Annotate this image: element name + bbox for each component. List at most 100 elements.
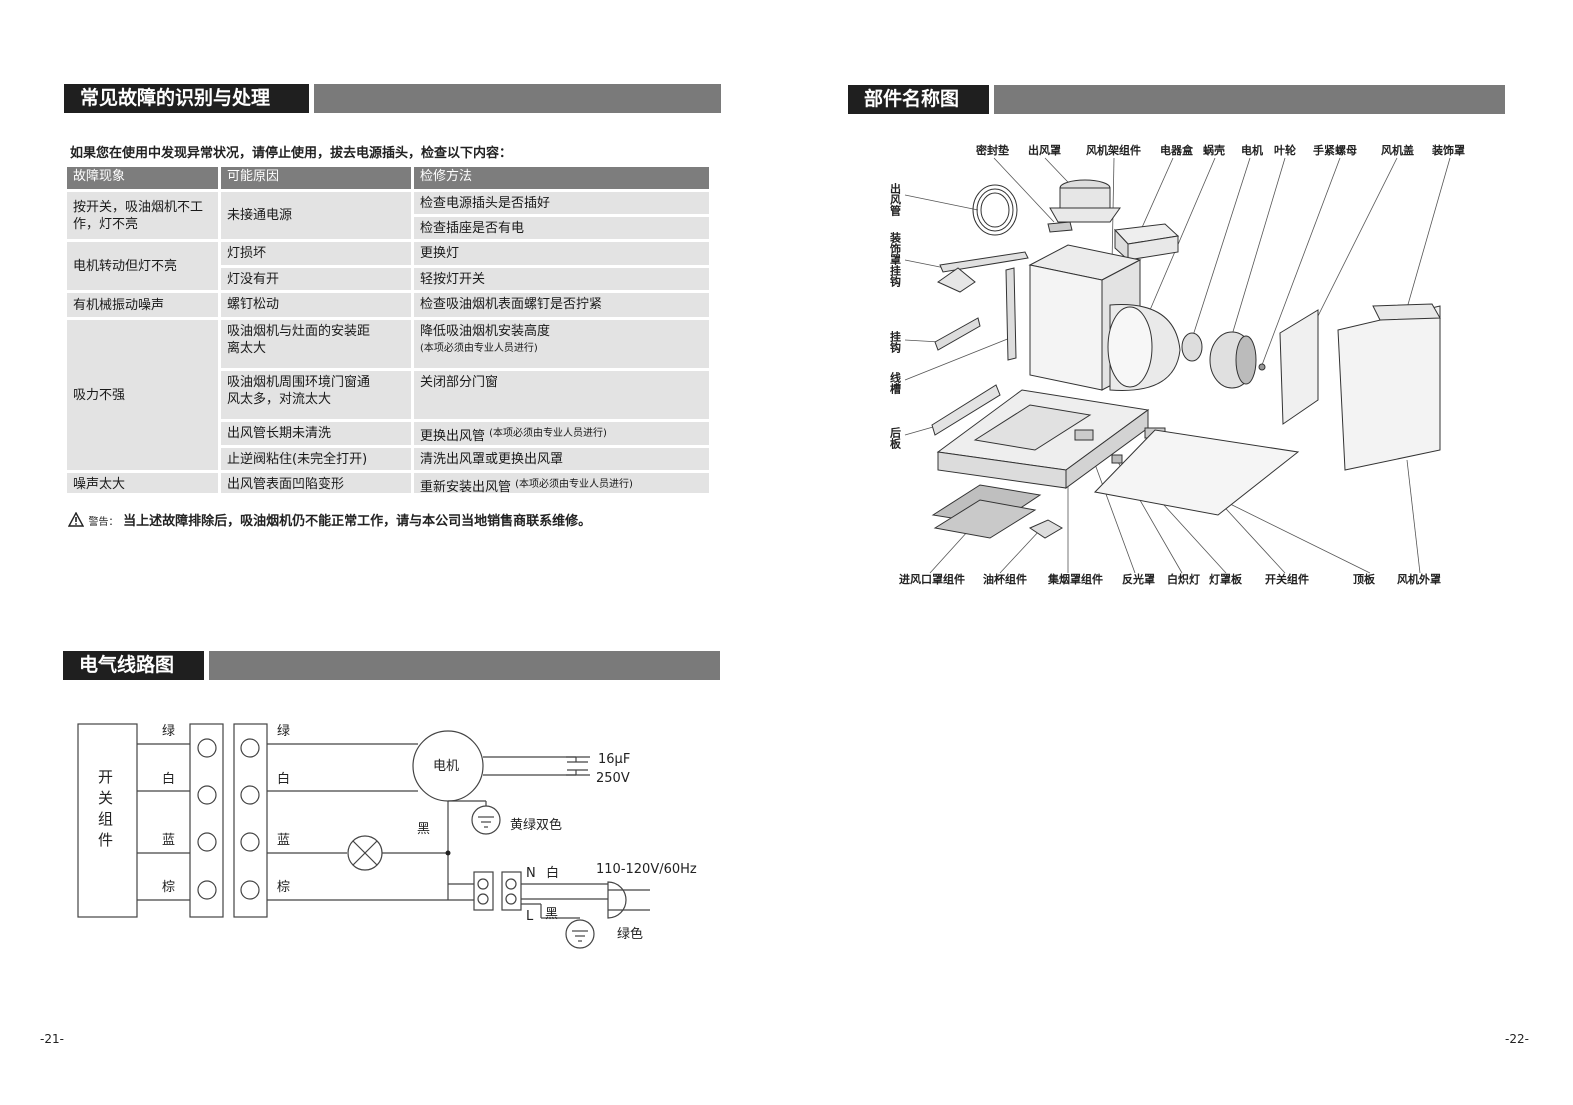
motor-label: 电机 xyxy=(433,759,459,774)
green-label: 绿色 xyxy=(617,926,643,942)
switch-label: 件 xyxy=(98,831,113,849)
live-label: L xyxy=(526,909,534,924)
table-cell-phenomenon: 噪声太大 xyxy=(67,473,218,493)
parts-diagram: 密封垫 出风罩 风机架组件 电器盒 蜗壳 电机 叶轮 手紧螺母 风机盖 装饰罩 … xyxy=(889,143,1466,586)
part-label-vertical: 后板 xyxy=(889,426,902,450)
black-wire-label: 黑 xyxy=(417,822,430,837)
table-cell-cause: 未接通电源 xyxy=(221,192,411,239)
ground-label: 黄绿双色 xyxy=(510,817,562,833)
part-label: 油杯组件 xyxy=(983,572,1027,586)
part-label: 开关组件 xyxy=(1265,572,1309,586)
warning-triangle-icon xyxy=(67,511,85,527)
section-bar xyxy=(209,651,720,680)
table-cell-method: 轻按灯开关 xyxy=(414,268,709,290)
table-cell-method: 关闭部分门窗 xyxy=(414,371,709,419)
part-label: 进风口罩组件 xyxy=(899,572,965,586)
wire-color-label: 蓝 xyxy=(162,833,175,848)
white-label: 白 xyxy=(546,865,559,881)
section-title: 部件名称图 xyxy=(848,85,989,114)
part-label-vertical: 挂钩 xyxy=(889,330,902,354)
part-label-vertical: 装饰罩挂钩 xyxy=(889,231,903,288)
capacitor-voltage: 250V xyxy=(596,771,630,786)
table-cell-cause: 出风管表面凹陷变形 xyxy=(221,473,411,493)
switch-label: 组 xyxy=(98,810,113,828)
table-cell-method-with-note: 更换出风管 (本项必须由专业人员进行) xyxy=(414,422,709,445)
part-label-vertical: 线槽 xyxy=(889,371,902,395)
page-number-left: -21- xyxy=(40,1032,64,1046)
section-bar xyxy=(314,84,721,113)
capacitor-value: 16μF xyxy=(598,752,630,767)
neutral-label: N xyxy=(526,866,536,881)
table-cell-phenomenon: 按开关，吸油烟机不工作，灯不亮 xyxy=(67,192,218,239)
supply-label: 110-120V/60Hz xyxy=(596,862,697,877)
section-title: 电气线路图 xyxy=(63,651,204,680)
part-label: 电机 xyxy=(1241,143,1263,157)
table-cell-cause: 灯没有开 xyxy=(221,268,411,290)
wire-color-label: 白 xyxy=(162,771,175,787)
page-number-right: -22- xyxy=(1505,1032,1529,1046)
part-label: 叶轮 xyxy=(1274,143,1296,157)
section-header-parts: 部件名称图 xyxy=(848,85,1505,114)
wire-color-label: 蓝 xyxy=(277,833,290,848)
part-label: 装饰罩 xyxy=(1431,143,1465,157)
wire-color-label: 绿 xyxy=(162,724,175,739)
table-cell-method: 检查插座是否有电 xyxy=(414,217,709,239)
method-text: 更换出风管 xyxy=(420,429,486,444)
method-note: (本项必须由专业人员进行) xyxy=(420,343,538,354)
table-cell-cause: 灯损坏 xyxy=(221,242,411,265)
section-header-wiring: 电气线路图 xyxy=(63,651,720,680)
method-note: (本项必须由专业人员进行) xyxy=(515,479,633,490)
table-header: 可能原因 xyxy=(221,167,411,189)
warning-text: 当上述故障排除后，吸油烟机仍不能正常工作，请与本公司当地销售商联系维修。 xyxy=(123,514,592,529)
table-cell-cause: 出风管长期未清洗 xyxy=(221,422,411,445)
ground-symbol xyxy=(565,919,595,949)
part-label: 出风罩 xyxy=(1028,143,1061,157)
exploded-parts xyxy=(931,179,1441,539)
terminal-block xyxy=(233,723,268,918)
black-label: 黑 xyxy=(545,907,558,922)
part-label: 手紧螺母 xyxy=(1313,143,1357,157)
part-label: 风机架组件 xyxy=(1086,143,1141,157)
part-label-vertical: 出风管 xyxy=(889,182,902,217)
warning-line: 警告： 当上述故障排除后，吸油烟机仍不能正常工作，请与本公司当地销售商联系维修。 xyxy=(67,510,592,529)
part-label: 风机盖 xyxy=(1381,143,1414,157)
section-title: 常见故障的识别与处理 xyxy=(64,84,309,113)
table-cell-phenomenon: 有机械振动噪声 xyxy=(67,293,218,317)
switch-label: 关 xyxy=(98,789,113,807)
method-note: (本项必须由专业人员进行) xyxy=(489,428,607,439)
table-cell-method: 更换灯 xyxy=(414,242,709,265)
wire-color-label: 绿 xyxy=(277,724,290,739)
section-header-faults: 常见故障的识别与处理 xyxy=(64,84,721,113)
table-cell-cause: 螺钉松动 xyxy=(221,293,411,317)
table-cell-phenomenon: 电机转动但灯不亮 xyxy=(67,242,218,290)
part-label: 风机外罩 xyxy=(1397,572,1441,586)
wiring-labels: 开 关 组 件 xyxy=(98,768,113,849)
warning-label: 警告： xyxy=(88,517,119,528)
plug xyxy=(607,881,627,919)
wire-color-label: 白 xyxy=(277,771,290,787)
table-cell-cause: 吸油烟机周围环境门窗通风太多，对流太大 xyxy=(221,371,411,419)
table-cell-method-with-note: 降低吸油烟机安装高度 (本项必须由专业人员进行) xyxy=(414,320,709,368)
intro-text: 如果您在使用中发现异常状况，请停止使用，拔去电源插头，检查以下内容： xyxy=(70,146,513,161)
part-label: 蜗壳 xyxy=(1203,143,1225,157)
table-cell-cause: 吸油烟机与灶面的安装距离太大 xyxy=(221,320,411,368)
part-label: 集烟罩组件 xyxy=(1047,572,1103,586)
part-label: 反光罩 xyxy=(1122,572,1155,586)
table-cell-method: 检查电源插头是否插好 xyxy=(414,192,709,214)
table-header: 故障现象 xyxy=(67,167,218,189)
switch-label: 开 xyxy=(98,768,113,786)
wire-color-label: 棕 xyxy=(277,880,290,895)
method-text: 降低吸油烟机安装高度 xyxy=(420,324,551,339)
part-label: 电器盒 xyxy=(1160,143,1194,157)
part-label: 密封垫 xyxy=(976,143,1009,157)
switch-box xyxy=(77,723,138,918)
table-cell-method: 清洗出风罩或更换出风罩 xyxy=(414,448,709,470)
table-cell-cause: 止逆阀粘住(未完全打开) xyxy=(221,448,411,470)
left-labels: 出风管 装饰罩挂钩 挂钩 线槽 后板 xyxy=(889,182,903,450)
section-bar xyxy=(994,85,1505,114)
part-label: 白炽灯 xyxy=(1167,572,1200,586)
part-label: 灯罩板 xyxy=(1209,572,1243,586)
wire-color-label: 棕 xyxy=(162,880,175,895)
table-cell-phenomenon: 吸力不强 xyxy=(67,320,218,470)
table-cell-method: 检查吸油烟机表面螺钉是否拧紧 xyxy=(414,293,709,317)
